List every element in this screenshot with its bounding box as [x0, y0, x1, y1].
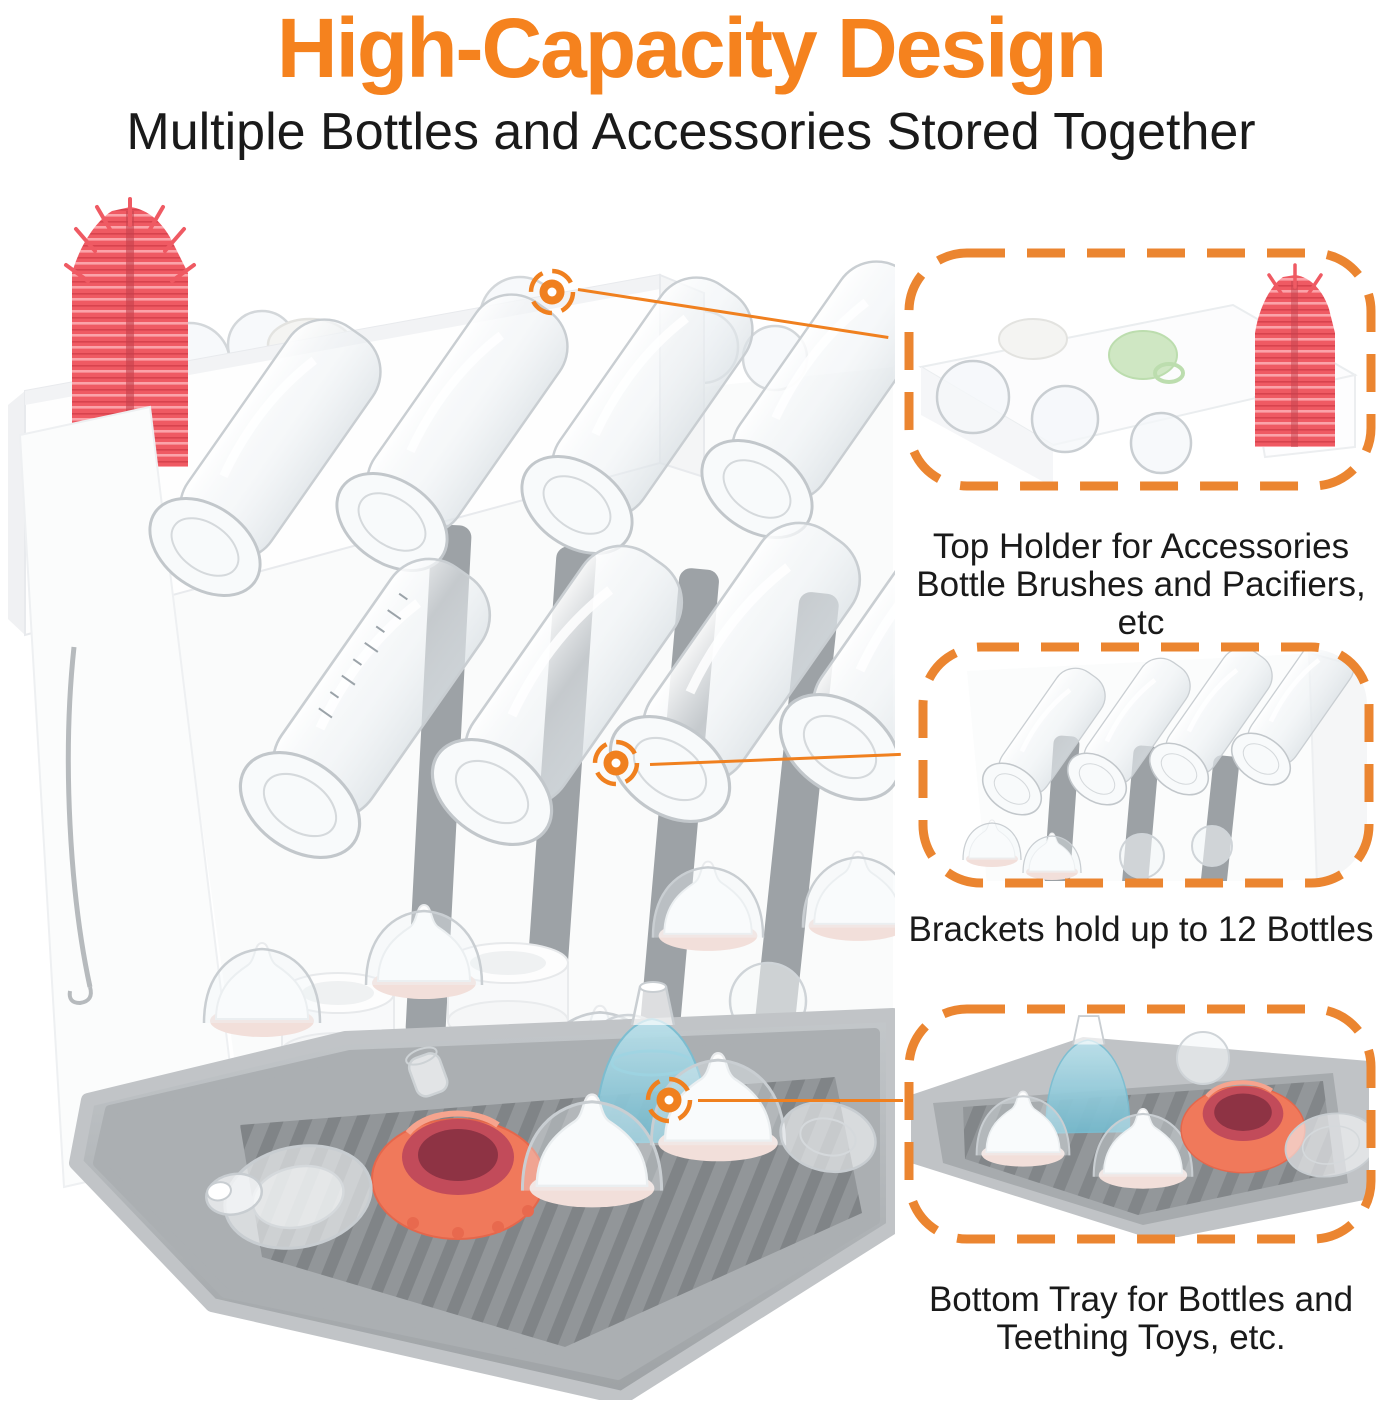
mini-clear-dome [1119, 833, 1165, 879]
dashed-callout-border [918, 642, 1374, 888]
mini-bottle-cap-dome [1129, 411, 1193, 475]
callout-label-line: Bottle Brushes and Pacifiers, etc [916, 565, 1366, 642]
callout-label-line: Brackets hold up to 12 Bottles [908, 910, 1374, 949]
page-title: High-Capacity Design [276, 1, 1107, 95]
measurement-ticks [318, 592, 408, 719]
dashed-callout-border [904, 248, 1376, 491]
hanging-hook-curl [67, 986, 93, 1006]
coral-teether-sippy-top [371, 1046, 545, 1240]
callout-label-line: Bottom Tray for Bottles and [928, 1280, 1354, 1319]
callout-crop-brackets [917, 641, 1375, 889]
callout-label-top-holder: Top Holder for Accessories Bottle Brushe… [900, 528, 1382, 642]
callout-label-line: Top Holder for Accessories [932, 527, 1350, 566]
callout-crop-top-holder [903, 247, 1377, 492]
callout-label-line: Teething Toys, etc. [996, 1318, 1286, 1357]
mini-clear-teat [1284, 1112, 1369, 1178]
bottle-brush [64, 197, 196, 467]
mini-blue-bottle [1045, 1015, 1131, 1134]
clear-nipple-teat [779, 1101, 877, 1173]
mini-clear-dome [1191, 825, 1233, 867]
product-photo-bottle-drying-rack [8, 197, 895, 1400]
mini-bottle-cap-dome [935, 359, 1011, 435]
callout-connector-line-bottom [698, 1099, 903, 1102]
callout-label-bottom-tray: Bottom Tray for Bottles and Teething Toy… [900, 1281, 1382, 1357]
hanging-hook [65, 646, 93, 988]
mini-bottle-brush [1255, 263, 1335, 447]
brush-bristle-tips [64, 197, 196, 283]
dashed-callout-border [904, 1004, 1376, 1244]
mini-green-pacifier [1108, 330, 1178, 380]
target-dashed-circle-icon [528, 268, 576, 316]
target-dashed-circle-icon [645, 1076, 693, 1124]
mini-coral-teether [1180, 1080, 1306, 1174]
callout-crop-bottom-tray [903, 1003, 1377, 1245]
mini-clear-dome [1176, 1031, 1230, 1085]
mini-bottle-cap-dome [1030, 384, 1100, 454]
mini-white-pacifier [998, 318, 1068, 360]
clear-spout [405, 1046, 449, 1098]
callout-label-brackets: Brackets hold up to 12 Bottles [900, 911, 1382, 949]
target-dashed-circle-icon [592, 739, 640, 787]
clear-nipple-teat [205, 1144, 373, 1250]
page-subtitle: Multiple Bottles and Accessories Stored … [126, 103, 1256, 161]
